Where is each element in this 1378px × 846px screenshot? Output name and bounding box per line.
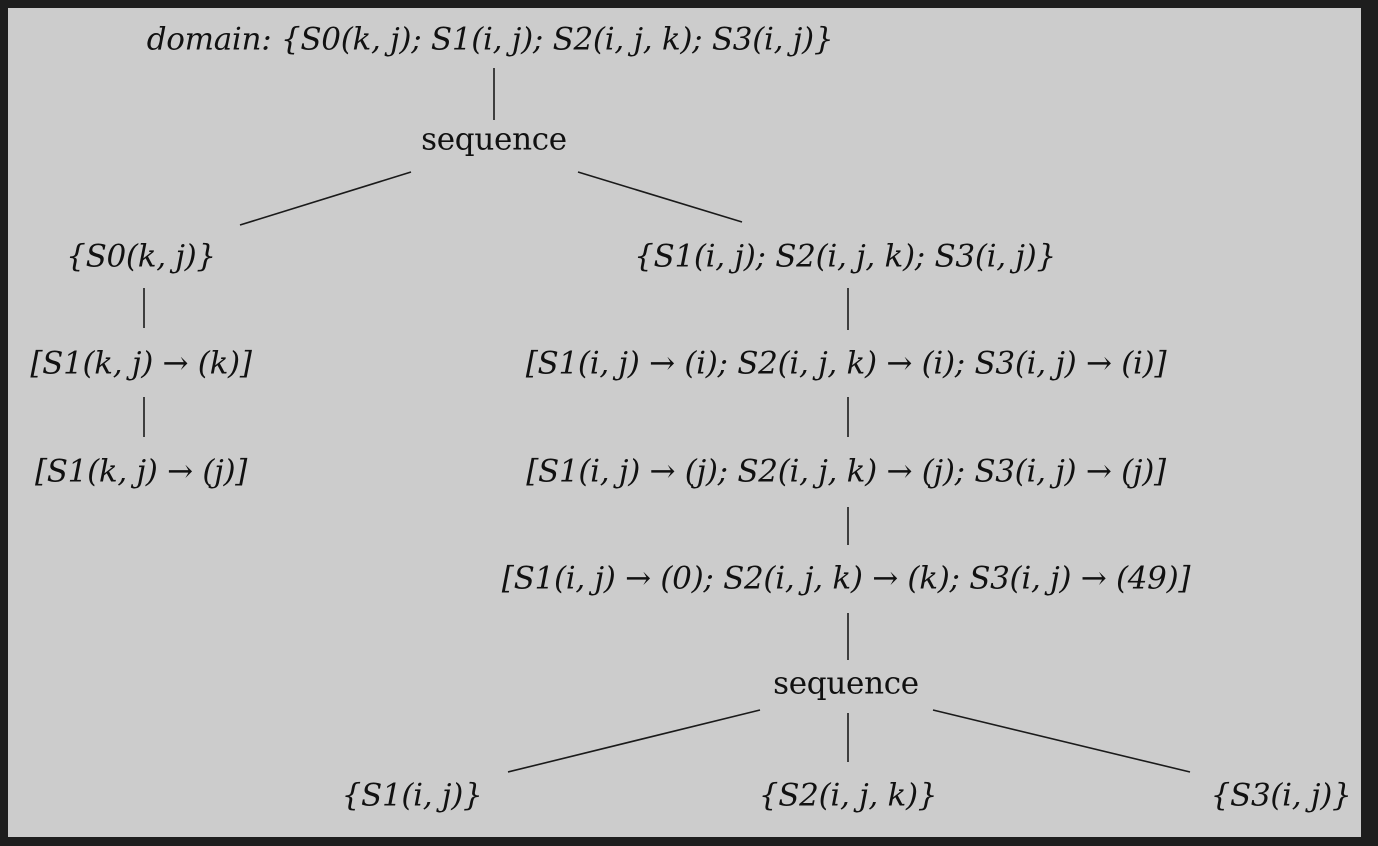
- root-domain-node: domain: {S0(k, j); S1(i, j); S2(i, j, k)…: [146, 21, 834, 58]
- right-schedule-node-2: [S1(i, j) → (j); S2(i, j, k) → (j); S3(i…: [526, 453, 1166, 490]
- left-domain-node: {S0(k, j)}: [66, 238, 216, 275]
- left-schedule-node-1: [S1(k, j) → (k)]: [30, 345, 252, 382]
- right-domain-node: {S1(i, j); S2(i, j, k); S3(i, j)}: [634, 238, 1056, 275]
- left-schedule-node-2: [S1(k, j) → (j)]: [34, 453, 248, 490]
- leaf-node-s3: {S3(i, j)}: [1210, 777, 1352, 814]
- diagram-canvas: [8, 8, 1361, 837]
- right-schedule-node-3: [S1(i, j) → (0); S2(i, j, k) → (k); S3(i…: [501, 560, 1191, 597]
- sequence-node-bottom: sequence: [773, 665, 919, 702]
- leaf-node-s2: {S2(i, j, k)}: [758, 777, 938, 814]
- leaf-node-s1: {S1(i, j)}: [341, 777, 483, 814]
- right-schedule-node-1: [S1(i, j) → (i); S2(i, j, k) → (i); S3(i…: [525, 345, 1167, 382]
- sequence-node-top: sequence: [421, 121, 567, 158]
